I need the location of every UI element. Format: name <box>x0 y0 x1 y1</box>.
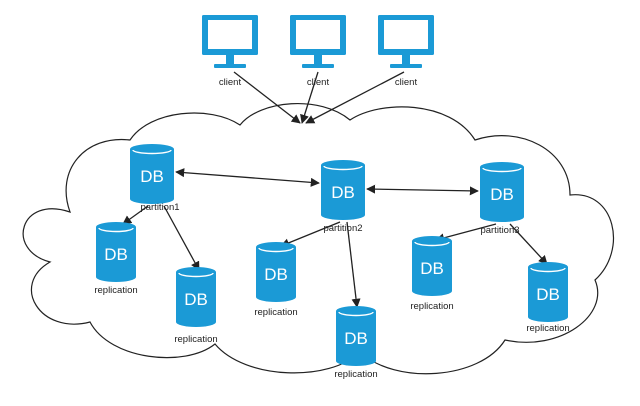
partition3-replica-edge <box>435 223 497 243</box>
database-icon <box>336 306 376 366</box>
db-text: DB <box>490 185 514 204</box>
client-1-edge <box>233 71 301 124</box>
partition3-replica-edge <box>509 223 548 265</box>
replica-label: replication <box>334 369 377 380</box>
database-icon <box>96 222 136 282</box>
db-text: DB <box>420 259 444 278</box>
replica-label: replication <box>254 307 297 318</box>
partition2-partition3-link <box>366 184 479 196</box>
database-icon <box>130 144 174 204</box>
client-1: client <box>202 15 258 88</box>
replica-label: replication <box>174 334 217 345</box>
database-icon <box>256 242 296 302</box>
partition2-replica-edge <box>280 221 341 248</box>
partition-label: partition1 <box>140 202 179 213</box>
replica-db-3: DB replication <box>254 242 298 318</box>
partition1-replica-edge <box>163 205 200 271</box>
replica-db-2: DB replication <box>174 267 218 345</box>
replica-label: replication <box>526 323 569 334</box>
partition-label: partition3 <box>480 225 519 236</box>
replica-db-1: DB replication <box>94 222 138 296</box>
db-text: DB <box>104 245 128 264</box>
partition-db-3: DB partition3 <box>480 162 524 236</box>
partition-db-1: DB partition1 <box>130 144 180 213</box>
replica-label: replication <box>410 301 453 312</box>
monitor-icon <box>378 15 434 68</box>
db-text: DB <box>184 290 208 309</box>
monitor-icon <box>202 15 258 68</box>
monitor-icon <box>290 15 346 68</box>
db-text: DB <box>264 265 288 284</box>
database-icon <box>480 162 524 222</box>
client-label: client <box>219 77 242 88</box>
db-text: DB <box>344 329 368 348</box>
replica-db-4: DB replication <box>334 306 378 380</box>
partition-label: partition2 <box>323 223 362 234</box>
db-text: DB <box>536 285 560 304</box>
database-icon <box>176 267 216 327</box>
replica-db-5: DB replication <box>410 236 454 312</box>
partition-db-2: DB partition2 <box>321 160 365 234</box>
partition1-replica-edge <box>122 205 149 225</box>
client-3: client <box>378 15 434 88</box>
partition1-partition2-link <box>175 168 320 187</box>
client-2-edge <box>300 71 319 124</box>
database-icon <box>412 236 452 296</box>
replica-label: replication <box>94 285 137 296</box>
db-text: DB <box>140 167 164 186</box>
db-text: DB <box>331 183 355 202</box>
client-2: client <box>290 15 346 88</box>
database-icon <box>321 160 365 220</box>
client-label: client <box>307 77 330 88</box>
replica-db-6: DB replication <box>526 262 570 334</box>
partition2-replica-edge <box>346 221 361 308</box>
database-icon <box>528 262 568 322</box>
client-3-edge <box>305 71 405 124</box>
client-label: client <box>395 77 418 88</box>
